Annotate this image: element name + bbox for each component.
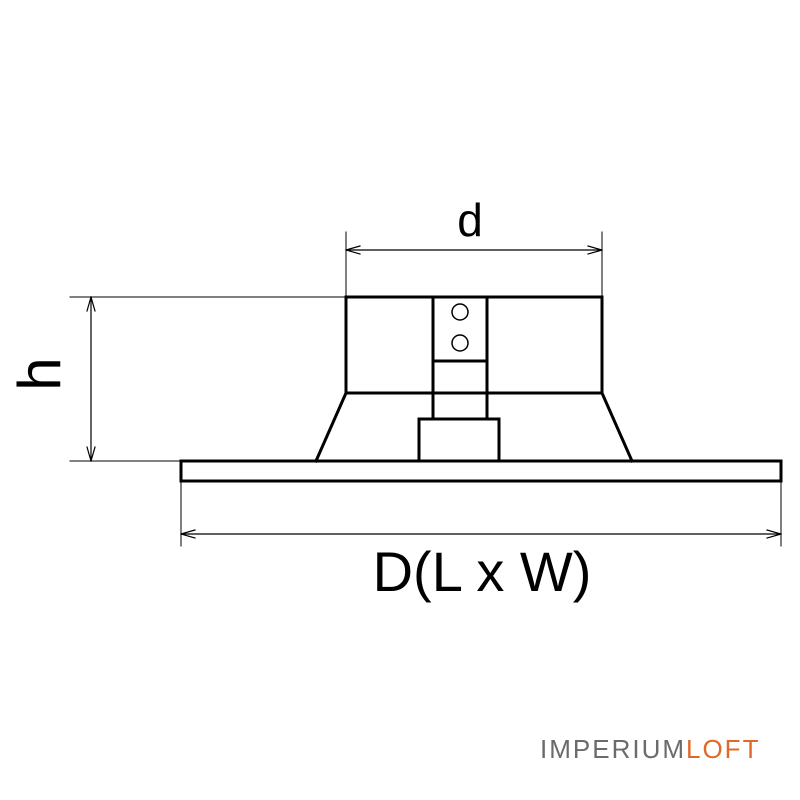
terminal-screw-bottom-icon [451,334,469,352]
dimension-d [345,231,603,299]
brand-watermark-secondary: LOFT [686,734,761,764]
dimension-h [69,296,347,462]
flared-housing [314,391,634,463]
dimension-D [180,482,782,547]
dimension-d-label: d [457,194,483,246]
dimension-h-arrow-top [86,296,96,312]
trim-plate [179,459,783,483]
dimension-D-label: D(L x W) [372,540,592,603]
top-housing [344,295,604,395]
brand-watermark-primary: IMPERIUM [540,734,686,764]
dimension-d-arrow-right [587,245,603,255]
terminal-screw-top-icon [451,303,469,321]
dimension-d-arrow-left [345,245,361,255]
connector-neck [431,359,489,421]
fixture-body [179,295,783,483]
dimension-h-label: h [6,357,73,391]
dimension-h-arrow-bottom [86,446,96,462]
terminal-screws [451,303,469,352]
brand-watermark: IMPERIUMLOFT [540,736,760,762]
connector-base [417,417,501,463]
dimension-D-arrow-right [766,529,782,539]
dimension-D-arrow-left [180,529,196,539]
